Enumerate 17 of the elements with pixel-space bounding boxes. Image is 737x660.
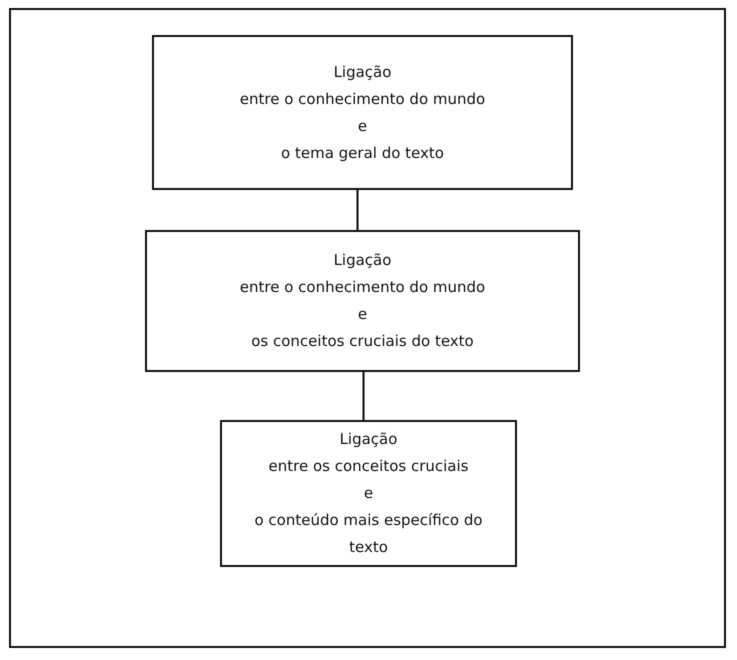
connector-line [362,372,364,420]
box-text: entre os conceitos cruciais [268,456,468,477]
box-text: e [364,483,374,504]
box-text: os conceitos cruciais do texto [251,331,474,352]
process-box [220,420,517,567]
box-text: e [358,116,368,136]
process-box [152,35,573,190]
box-heading: Ligação [340,429,398,450]
box-heading: Ligação [334,250,392,271]
connector-line [356,190,358,230]
box-text: o conteúdo mais específico do texto [253,510,484,558]
box-text: e [358,304,368,325]
box-text: entre o conhecimento do mundo [240,277,486,298]
process-box [145,230,580,372]
box-text: o tema geral do texto [281,142,444,164]
box-text: entre o conhecimento do mundo [240,88,486,110]
box-heading: Ligação [334,62,392,82]
